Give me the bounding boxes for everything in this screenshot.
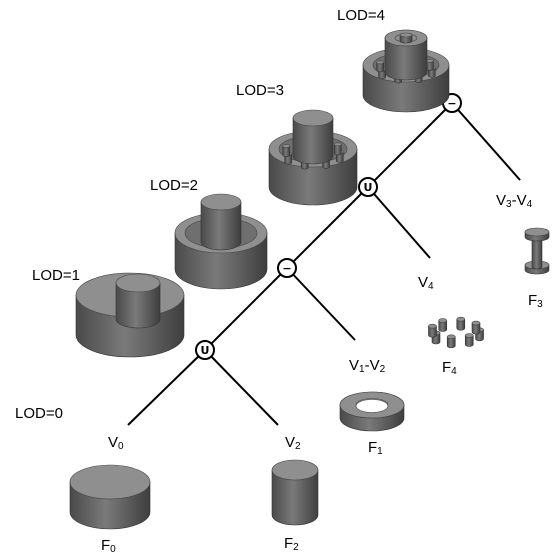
lod2-boss-top	[200, 193, 242, 211]
lod3-pin-7-side	[333, 144, 342, 156]
lod3-pin-7-top	[333, 142, 342, 147]
difference-symbol: −	[282, 262, 291, 275]
f4-pin-4-top	[428, 323, 437, 329]
edge-op3-op2	[286, 186, 369, 269]
lod3-boss-top	[292, 109, 334, 127]
solid-f2-small-cylinder	[271, 459, 319, 526]
node-label-v4: V4	[418, 274, 434, 292]
f2-cylinder-top	[271, 459, 319, 481]
f4-pin-5-top	[438, 318, 448, 323]
node-label-v3-v4: V3-V4	[496, 192, 533, 210]
edge-op3-v4	[367, 186, 431, 259]
f4-pin-4-side	[428, 325, 437, 338]
edge-op4-v3v4	[451, 102, 521, 181]
solid-f3-spool	[524, 227, 550, 275]
solid-f4-pin-ring	[428, 316, 484, 349]
operator-union-3: U	[358, 177, 378, 197]
difference-symbol: −	[447, 97, 456, 110]
node-label-v0: V0	[108, 434, 124, 452]
tree-edges	[127, 102, 521, 426]
solid-lod2-grooved-cylinder	[174, 193, 268, 290]
union-symbol: U	[364, 181, 373, 194]
f4-pin-1-side	[464, 335, 474, 347]
edge-op1-v0	[127, 349, 206, 426]
f3-shaft-side	[531, 236, 543, 270]
feature-label-f4: F4	[442, 359, 457, 377]
feature-label-f2: F2	[284, 535, 299, 553]
lod4-boss-side	[384, 37, 428, 81]
edge-op2-op1	[204, 267, 288, 351]
node-label-v1-v2: V1-V2	[349, 357, 386, 375]
f1-ring-hole	[355, 399, 389, 413]
solid-f1-ring	[339, 391, 405, 432]
lod3-boss-side	[292, 117, 334, 165]
f4-pin-5-side	[438, 320, 448, 332]
lod4-pin-4-side	[376, 62, 385, 73]
lod4-pin-7-top	[426, 59, 434, 63]
union-symbol: U	[201, 344, 210, 357]
operator-difference-2: −	[277, 258, 297, 278]
lod2-boss-side	[200, 201, 242, 251]
solid-lod4-full-part	[362, 29, 450, 113]
lod3-pin-4-side	[282, 145, 291, 157]
lod-label-0: LOD=0	[15, 405, 63, 422]
lod4-center-spool-top	[399, 32, 413, 38]
edge-op4-op3	[367, 102, 453, 188]
lod4-pin-4-top	[376, 60, 385, 65]
lod-label-1: LOD=1	[32, 267, 80, 284]
f4-pin-1-top	[464, 333, 474, 338]
lod-label-4: LOD=4	[337, 7, 385, 24]
f4-pin-7-side	[471, 322, 481, 335]
edge-op1-v2	[204, 349, 279, 426]
f4-pin-6-top	[456, 316, 466, 322]
lod-label-2: LOD=2	[150, 177, 198, 194]
feature-label-f0: F0	[101, 537, 116, 554]
f4-pin-2-top	[446, 334, 456, 340]
f2-cylinder-side	[271, 469, 319, 526]
solid-lod3-grooved-with-pins	[268, 109, 358, 206]
node-label-v2: V2	[285, 434, 301, 452]
lod3-pin-4-top	[282, 144, 291, 148]
f0-disc-top	[69, 464, 151, 500]
feature-label-f1: F1	[368, 439, 383, 457]
edge-op2-v1v2	[286, 267, 356, 341]
solid-f0-flat-cylinder	[69, 464, 151, 530]
operator-union-1: U	[195, 340, 215, 360]
feature-label-f3: F3	[528, 292, 543, 310]
f4-pin-6-side	[456, 318, 466, 331]
f3-top-disc-top	[524, 227, 550, 237]
f4-pin-7-top	[471, 320, 481, 326]
f4-pin-2-side	[446, 336, 456, 349]
solid-lod1-stepped-cylinder	[75, 272, 185, 358]
lod-label-3: LOD=3	[236, 82, 284, 99]
lod1-boss-side	[115, 282, 161, 329]
lod1-boss-top	[115, 273, 161, 293]
